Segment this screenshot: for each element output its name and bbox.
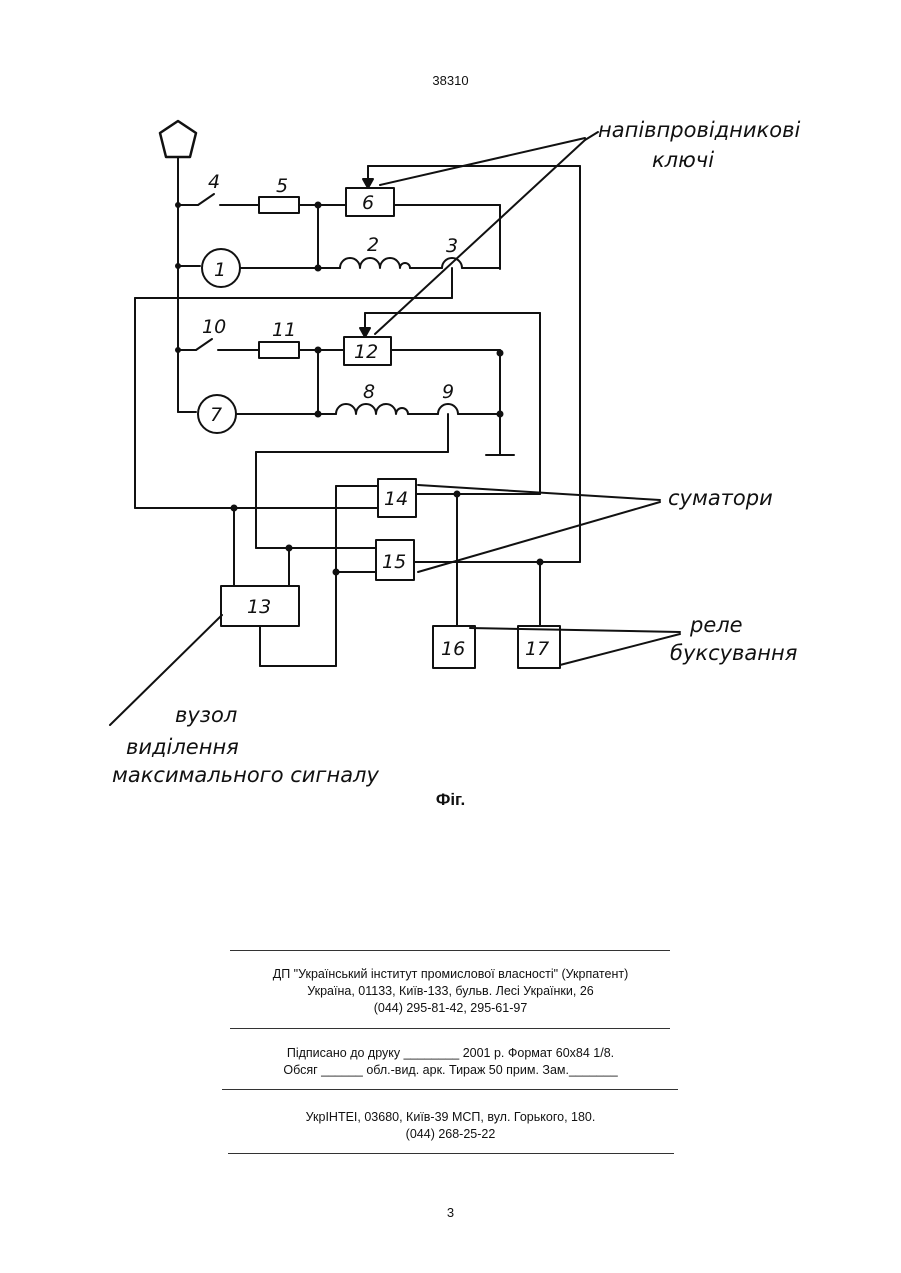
imprint-publisher-line1: УкрІНТЕІ, 03680, Київ-39 МСП, вул. Горьк…: [0, 1109, 901, 1126]
imprint-print-line1: Підписано до друку ________ 2001 р. Форм…: [0, 1045, 901, 1062]
label-14: 14: [384, 488, 408, 510]
switch-10: [196, 339, 212, 350]
divider: [222, 1089, 678, 1090]
label-9: 9: [442, 381, 454, 403]
label-node-line1: вузол: [175, 703, 237, 727]
switch-4: [198, 194, 214, 205]
label-1: 1: [214, 259, 226, 281]
coil-8: [336, 404, 408, 414]
antenna-symbol: [160, 121, 196, 157]
label-8: 8: [363, 381, 375, 403]
label-6: 6: [362, 192, 374, 214]
label-2: 2: [367, 234, 379, 256]
figure-caption: Фіг.: [0, 790, 901, 810]
label-12: 12: [354, 341, 378, 363]
label-relay-line1: реле: [689, 613, 743, 637]
label-4: 4: [208, 171, 220, 193]
imprint-org-line1: ДП "Український інститут промислової вла…: [0, 966, 901, 983]
divider: [230, 950, 670, 951]
label-13: 13: [247, 596, 271, 618]
label-15: 15: [382, 551, 406, 573]
divider: [228, 1153, 674, 1154]
divider: [230, 1028, 670, 1029]
page-number-bottom: 3: [0, 1205, 901, 1220]
circuit-diagram: 1 2 3 4 5 6 7 8 9 10 11 12 13 14 15 16 1…: [0, 0, 901, 820]
resistor-5: [259, 197, 299, 213]
imprint-print-line2: Обсяг ______ обл.-вид. арк. Тираж 50 при…: [0, 1062, 901, 1079]
label-adders: суматори: [668, 486, 773, 510]
label-11: 11: [272, 319, 296, 341]
label-3: 3: [446, 235, 458, 257]
label-switches-line2: ключі: [652, 148, 714, 172]
imprint-org-line2: Україна, 01133, Київ-133, бульв. Лесі Ук…: [0, 983, 901, 1000]
imprint-org-line3: (044) 295-81-42, 295-61-97: [0, 1000, 901, 1017]
label-node-line2: виділення: [126, 735, 239, 759]
coil-9: [438, 404, 458, 414]
imprint-publisher-line2: (044) 268-25-22: [0, 1126, 901, 1143]
resistor-11: [259, 342, 299, 358]
label-16: 16: [441, 638, 465, 660]
label-17: 17: [525, 638, 549, 660]
label-10: 10: [202, 316, 226, 338]
coil-2: [340, 258, 410, 268]
label-5: 5: [276, 175, 288, 197]
label-relay-line2: буксування: [670, 641, 797, 665]
label-node-line3: максимального сигналу: [112, 763, 379, 787]
label-switches-line1: напівпровідникові: [598, 118, 800, 142]
label-7: 7: [210, 404, 222, 426]
